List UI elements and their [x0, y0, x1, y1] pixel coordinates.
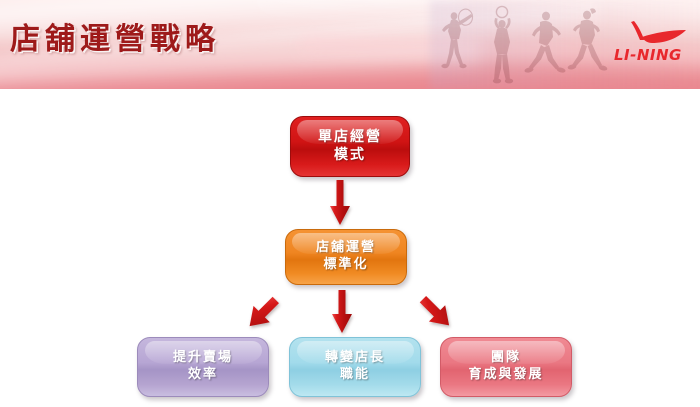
arrow-down-right-icon	[414, 292, 458, 334]
flow-node-team-cultivation-and-development[interactable]: 團隊 育成與發展	[440, 337, 572, 397]
node-line-1: 轉變店長	[324, 350, 385, 366]
node-line-2: 育成與發展	[468, 367, 544, 382]
arrow-down-icon	[329, 180, 351, 226]
li-ning-wordmark: LI-NING	[614, 46, 682, 64]
arrow-down-left-icon	[240, 292, 284, 334]
flow-node-transform-store-manager-function[interactable]: 轉變店長 職能	[289, 337, 421, 397]
jumping-athlete-silhouette	[567, 8, 608, 71]
badminton-player-silhouette	[441, 8, 474, 69]
svg-text:LI-NING: LI-NING	[614, 46, 682, 64]
node-line-2: 標準化	[323, 257, 369, 272]
flow-node-store-operation-standardization[interactable]: 店舖運營 標準化	[285, 229, 407, 285]
flow-node-improve-sales-floor-efficiency[interactable]: 提升賣場 效率	[137, 337, 269, 397]
header-tint-overlay	[430, 0, 700, 89]
li-ning-flame-icon	[631, 21, 686, 43]
athlete-silhouettes	[430, 2, 610, 89]
slide-header: 店舖運營戰略 LI-NING	[0, 0, 700, 89]
page-title: 店舖運營戰略	[10, 22, 220, 57]
node-line-1: 團隊	[490, 350, 521, 366]
li-ning-logo: LI-NING	[608, 16, 692, 64]
node-line-1: 店舖運營	[315, 240, 376, 256]
node-line-2: 模式	[334, 146, 366, 163]
node-line-1: 單店經營	[318, 128, 382, 145]
basketball-player-silhouette	[492, 5, 514, 84]
node-line-2: 效率	[187, 367, 218, 382]
runner-silhouette	[524, 11, 566, 73]
arrow-down-icon	[331, 290, 353, 334]
node-line-2: 職能	[339, 367, 370, 382]
flow-node-single-store-operation-model[interactable]: 單店經營 模式	[290, 116, 410, 177]
node-line-1: 提升賣場	[172, 350, 233, 366]
